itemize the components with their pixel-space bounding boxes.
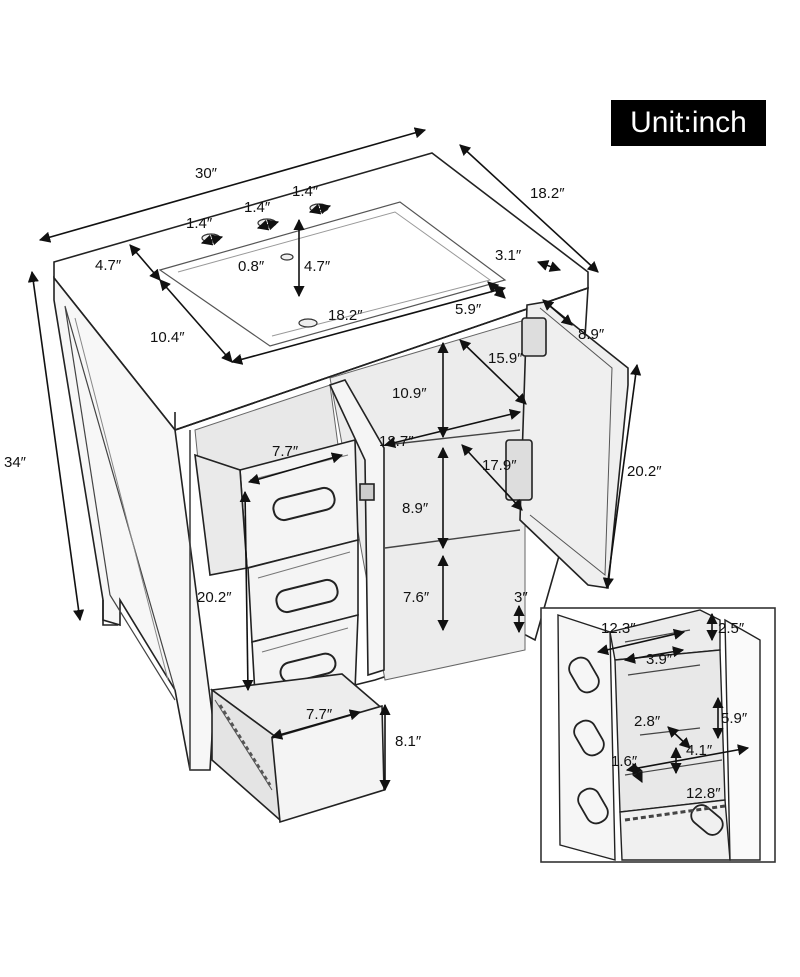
label-overall-height: 34″	[4, 454, 27, 471]
bottom-drawer	[209, 673, 386, 824]
label-drawer-stack-height: 20.2″	[197, 589, 232, 606]
dimension-labels: 30″ 18.2″ 34″ 1.4″ 1.4″ 1.4″ 4.7″ 4.7″ 0…	[4, 165, 748, 802]
label-cabinet-upper-depth: 15.9″	[488, 350, 523, 367]
label-top-edge-left: 4.7″	[95, 257, 122, 274]
label-detail-compartment: 4.1″	[686, 742, 713, 759]
label-drawer-inner-width: 7.7″	[272, 443, 299, 460]
label-bottom-shelf-height: 7.6″	[403, 589, 430, 606]
label-detail-slide-length: 12.8″	[686, 785, 721, 802]
label-door-width: 8.9″	[578, 326, 605, 343]
label-detail-tray-width: 3.9″	[646, 651, 673, 668]
label-faucet-hole-left: 1.4″	[186, 215, 213, 232]
label-detail-drawer-depth: 12.3″	[601, 620, 636, 637]
label-hole-diameter: 0.8″	[238, 258, 265, 275]
label-bottom-drawer-height: 8.1″	[395, 733, 422, 750]
label-basin-width: 18.2″	[328, 307, 363, 324]
center-divider	[328, 379, 385, 677]
label-detail-tray-depth: 2.5″	[718, 620, 745, 637]
label-overall-width: 30″	[195, 165, 218, 182]
label-bottom-drawer-width: 7.7″	[306, 706, 333, 723]
label-cabinet-width: 18.7″	[379, 433, 414, 450]
upper-hinge	[521, 317, 547, 357]
label-faucet-hole-mid: 1.4″	[244, 199, 271, 216]
detail-inset	[540, 607, 776, 863]
drawer-stack	[194, 438, 359, 713]
label-cabinet-lower-depth: 17.9″	[482, 457, 517, 474]
label-top-edge-right: 3.1″	[495, 247, 522, 264]
label-basin-depth: 10.4″	[150, 329, 185, 346]
label-detail-insert-width: 2.8″	[634, 713, 661, 730]
label-overall-depth: 18.2″	[530, 185, 565, 202]
cabinet-body	[53, 275, 589, 771]
label-shelf-height: 8.9″	[402, 500, 429, 517]
label-detail-drawer-height: 5.9″	[721, 710, 748, 727]
dimension-lines	[27, 127, 750, 792]
label-cabinet-upper-height: 10.9″	[392, 385, 427, 402]
label-leg-height: 3″	[514, 589, 528, 606]
label-faucet-hole-right: 1.4″	[292, 183, 319, 200]
label-door-height: 20.2″	[627, 463, 662, 480]
label-basin-to-hole: 4.7″	[304, 258, 331, 275]
unit-label: Unit:inch	[611, 100, 766, 146]
label-basin-right-margin: 5.9″	[455, 301, 482, 318]
label-detail-divider-height: 1.6″	[611, 753, 638, 770]
